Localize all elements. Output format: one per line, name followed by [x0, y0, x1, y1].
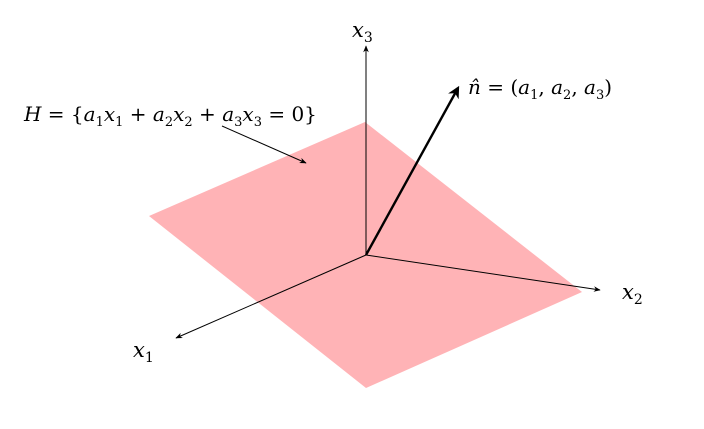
x1-axis [175, 254, 367, 339]
x2-axis [365, 254, 601, 292]
x1-label: x1 [133, 338, 154, 366]
plane-equation-label: H = {a1x1 + a2x2 + a3x3 = 0} [23, 102, 317, 130]
x2-label: x2 [622, 280, 643, 308]
x3-label: x3 [352, 18, 373, 46]
normal-vector [364, 85, 460, 256]
plane-label-pointer [221, 125, 307, 164]
normal-vector-label: n̂ = (a1, a2, a3) [468, 75, 612, 103]
